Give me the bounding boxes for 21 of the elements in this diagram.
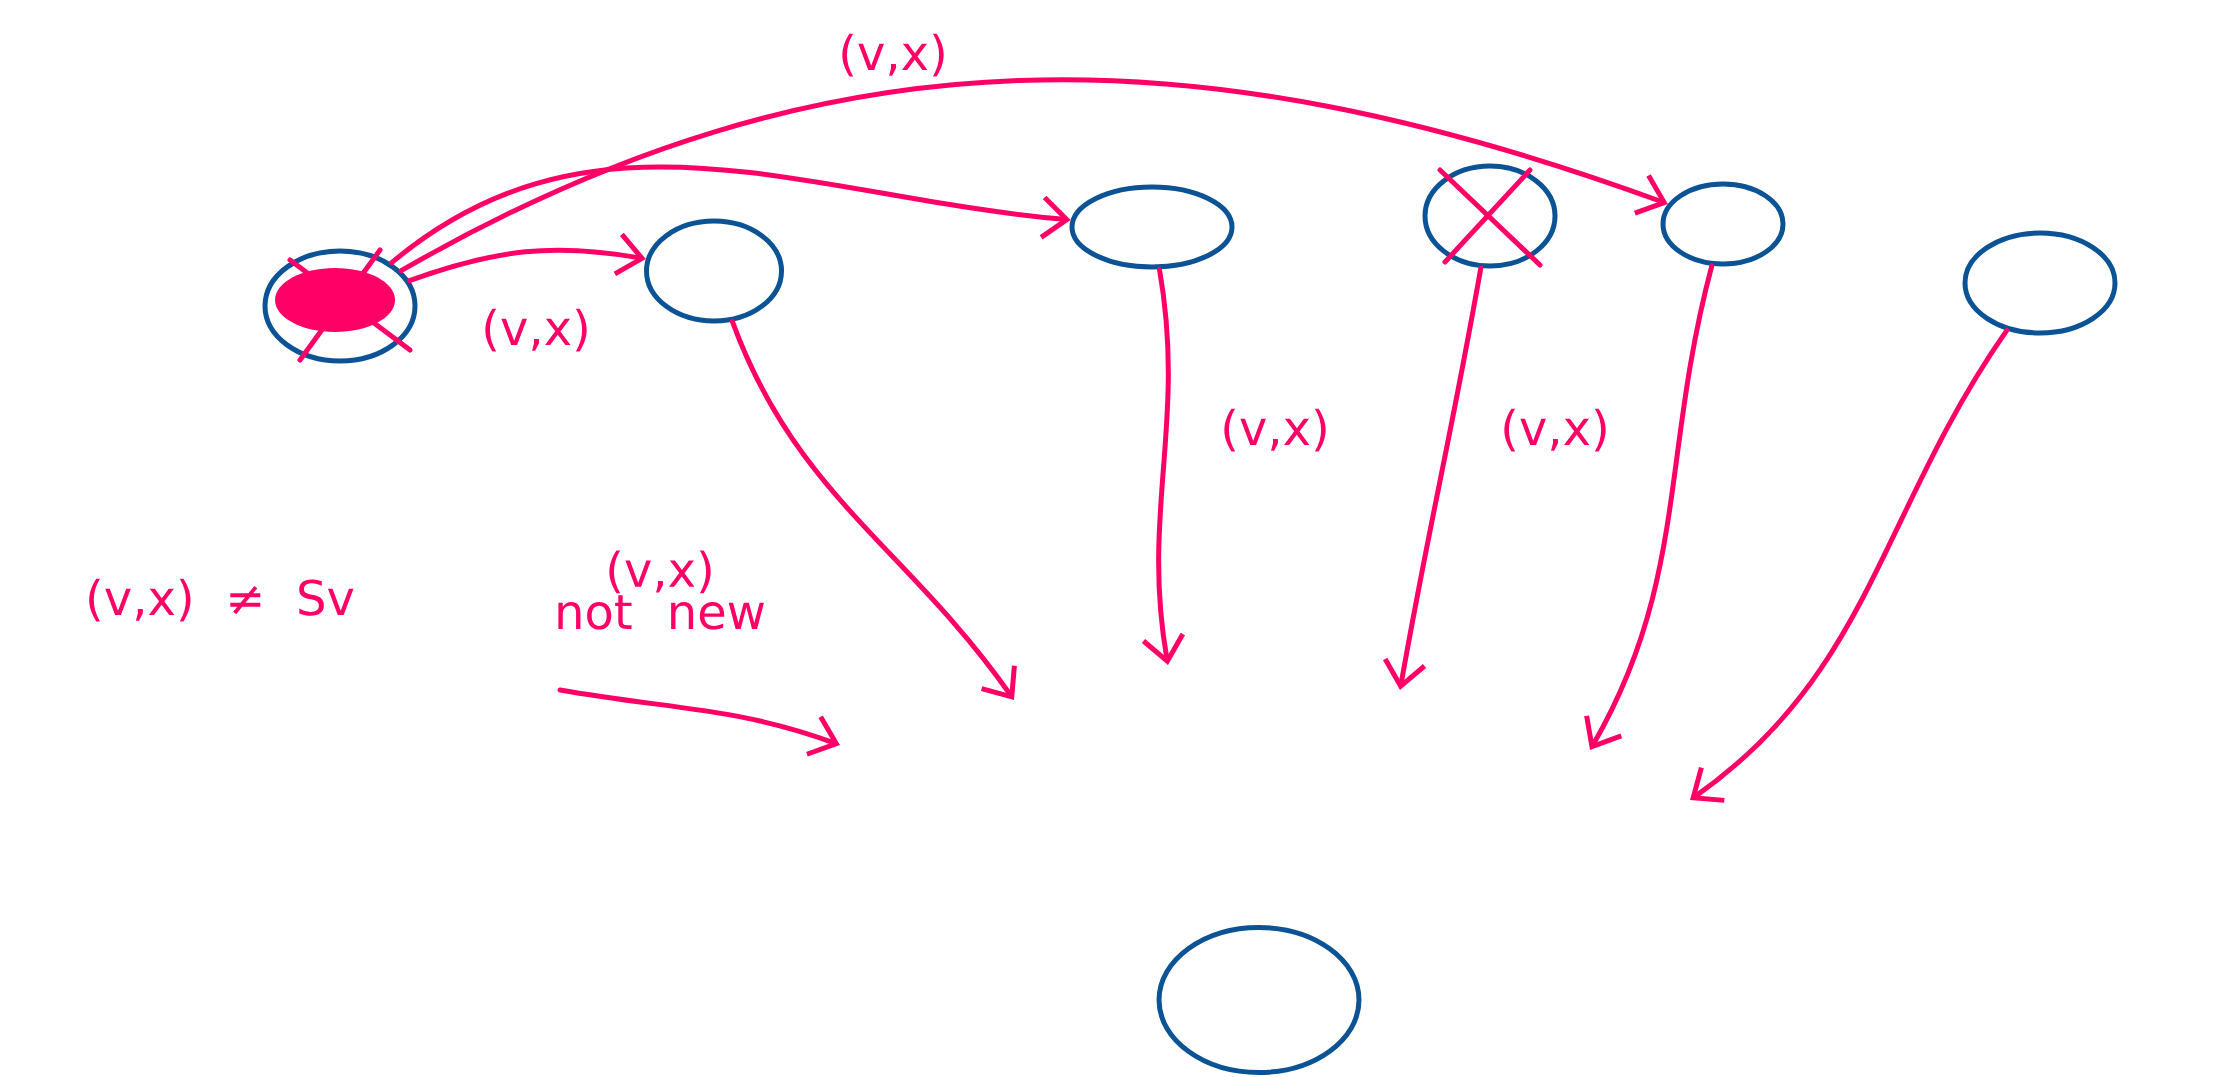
arrow [398,77,1668,274]
circle [1962,230,2118,336]
circle [644,218,784,324]
arrow [1141,266,1186,665]
note: (v,x) [1224,408,1326,452]
circle [1156,925,1362,1075]
arrow [388,164,1071,266]
arrow [407,232,646,284]
note: (v,x) not new [558,550,764,630]
arrow [1383,265,1484,690]
circle [1660,181,1786,267]
scribbled-circle [262,247,418,364]
arrow [729,319,1017,700]
circle [1069,184,1235,270]
arrow [1584,263,1715,750]
note: (v,x) [1504,408,1606,452]
note: (v,x) ≠ Sv [89,578,354,622]
crossed-circle [1422,163,1558,269]
edge-label: (v,x) [842,33,944,77]
edge-label: (v,x) [485,308,587,352]
arrow [1690,327,2010,803]
